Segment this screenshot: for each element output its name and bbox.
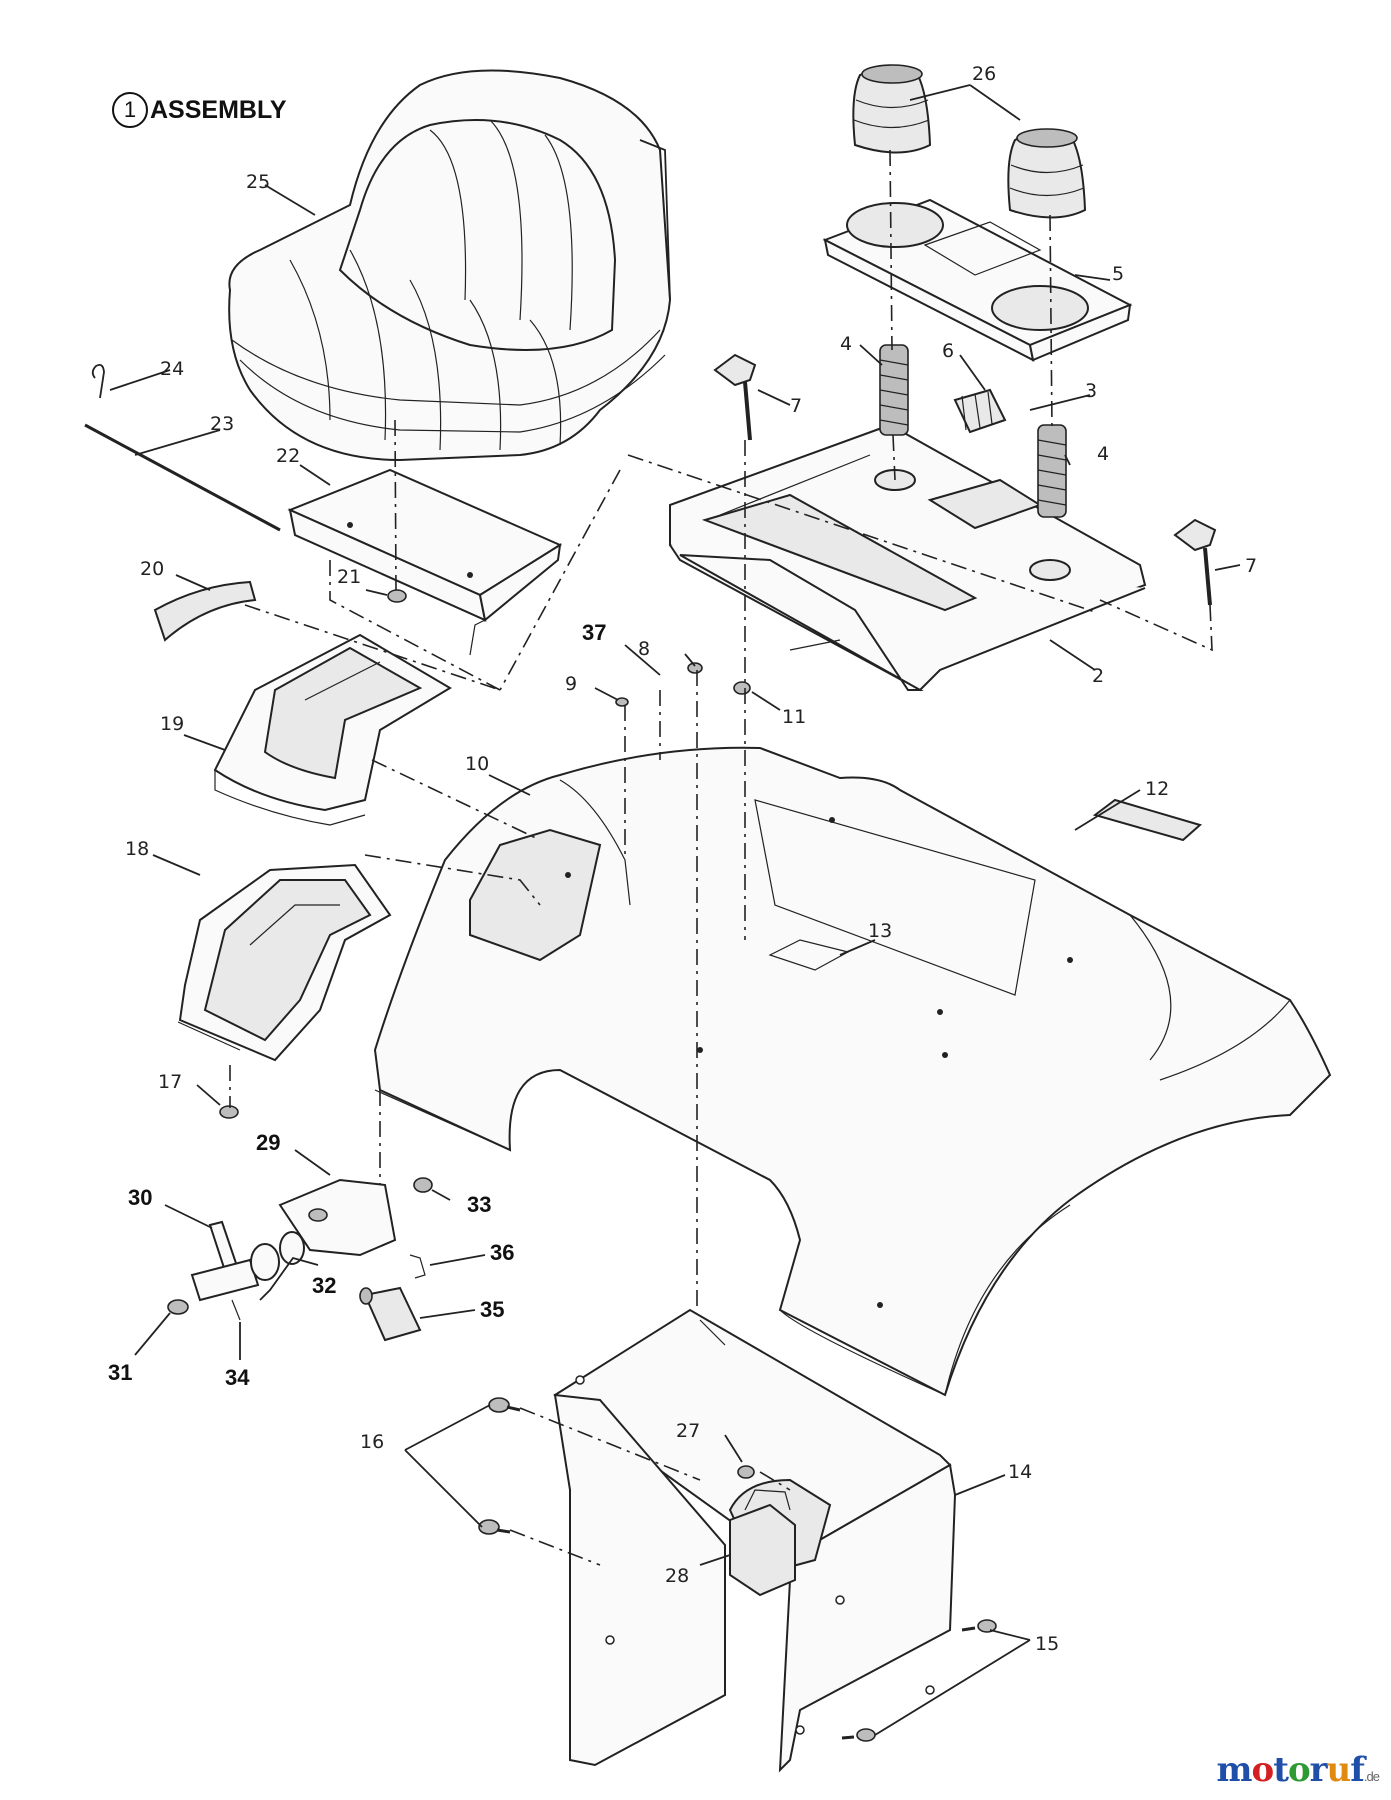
label-23: 23 (210, 413, 234, 435)
watermark-suffix: .de (1363, 1769, 1380, 1784)
motoruf-watermark: motoruf.de (1216, 1750, 1380, 1790)
assembly-lines (229, 149, 1213, 1566)
label-32: 32 (312, 1273, 336, 1298)
part-23-rod (84, 423, 281, 532)
label-36: 36 (490, 1240, 514, 1265)
watermark-letter: r (1309, 1750, 1328, 1790)
assembly-title: 1 ASSEMBLY (112, 92, 287, 128)
part-26-bumper-left (852, 64, 932, 154)
watermark-letter: m (1216, 1750, 1253, 1790)
leader-lines (109, 84, 1241, 1736)
label-29: 29 (256, 1130, 280, 1155)
part-29-bracket (278, 1178, 397, 1257)
label-7-left: 7 (790, 395, 802, 417)
part-15-bolt-lower (841, 1728, 876, 1742)
part-2-seat-support (669, 423, 1147, 692)
part-3-seat-switch (953, 388, 1007, 434)
part-18-shift-plate (177, 863, 392, 1062)
label-5: 5 (1112, 263, 1124, 285)
label-19: 19 (160, 713, 184, 735)
label-21: 21 (337, 566, 361, 588)
label-15: 15 (1035, 1633, 1059, 1655)
assembly-title-text: ASSEMBLY (150, 95, 287, 124)
label-30: 30 (128, 1185, 152, 1210)
label-9: 9 (565, 673, 577, 695)
part-8-screw (687, 662, 703, 674)
label-10: 10 (465, 753, 489, 775)
label-8: 8 (638, 638, 650, 660)
watermark-letter: o (1251, 1750, 1275, 1790)
label-27: 27 (676, 1420, 700, 1442)
label-18: 18 (125, 838, 149, 860)
label-37: 37 (582, 620, 606, 645)
label-13: 13 (868, 920, 892, 942)
label-25: 25 (246, 171, 270, 193)
part-31-screw (167, 1299, 189, 1315)
part-22-seat-pan (287, 468, 563, 656)
label-4-right: 4 (1097, 443, 1109, 465)
watermark-letter: t (1273, 1750, 1289, 1790)
part-16-bolt-lower (478, 1519, 511, 1535)
label-26: 26 (972, 63, 996, 85)
part-32-bushing (250, 1231, 305, 1281)
label-22: 22 (276, 445, 300, 467)
part-25-seat (228, 69, 672, 462)
label-20: 20 (140, 558, 164, 580)
part-28-interlock-switch (729, 1489, 796, 1597)
label-2: 2 (1092, 665, 1104, 687)
part-21-bolt (387, 589, 407, 603)
part-7-knob-left (713, 353, 757, 441)
part-5-spring-plate (822, 198, 1133, 362)
part-4-spring-right (1037, 424, 1067, 518)
part-7-knob-right (1173, 518, 1217, 606)
watermark-letter: f (1350, 1750, 1365, 1790)
label-34: 34 (225, 1365, 250, 1390)
part-35-plunger-switch (359, 1286, 422, 1342)
label-33: 33 (467, 1192, 491, 1217)
label-28: 28 (665, 1565, 689, 1587)
label-12: 12 (1145, 778, 1169, 800)
part-11-nut (733, 681, 751, 695)
part-17-bolt (219, 1105, 239, 1119)
part-33-nut (413, 1177, 433, 1193)
watermark-brand: motoruf (1216, 1750, 1365, 1790)
part-27-screw (737, 1465, 755, 1479)
part-16-bolt-upper (488, 1397, 521, 1413)
label-31: 31 (108, 1360, 132, 1385)
part-36-clip (409, 1254, 426, 1279)
label-6: 6 (942, 340, 954, 362)
label-35: 35 (480, 1297, 504, 1322)
label-4-left: 4 (840, 333, 852, 355)
part-12-decal (1092, 798, 1203, 842)
label-3: 3 (1085, 380, 1097, 402)
label-7-right: 7 (1245, 555, 1257, 577)
assembly-number-circle: 1 (112, 92, 148, 128)
watermark-letter: o (1287, 1750, 1311, 1790)
part-20-decal (153, 580, 257, 642)
part-34-spring (231, 1299, 241, 1321)
part-9-screw (615, 697, 629, 707)
part-30-lever (190, 1220, 260, 1302)
part-10-fender (373, 746, 1332, 1397)
part-24-clip (91, 363, 105, 399)
watermark-letter: u (1326, 1750, 1352, 1790)
label-11: 11 (782, 706, 806, 728)
part-26-bumper-right (1007, 128, 1087, 219)
part-labels: 25 24 23 22 21 20 19 18 17 10 26 5 6 3 4… (108, 63, 1257, 1655)
part-19-console-plate (213, 633, 452, 826)
part-4-spring-left (879, 344, 909, 436)
label-14: 14 (1008, 1461, 1032, 1483)
label-16: 16 (360, 1431, 384, 1453)
part-15-bolt-upper (961, 1619, 997, 1633)
label-17: 17 (158, 1071, 182, 1093)
label-24: 24 (160, 358, 184, 380)
